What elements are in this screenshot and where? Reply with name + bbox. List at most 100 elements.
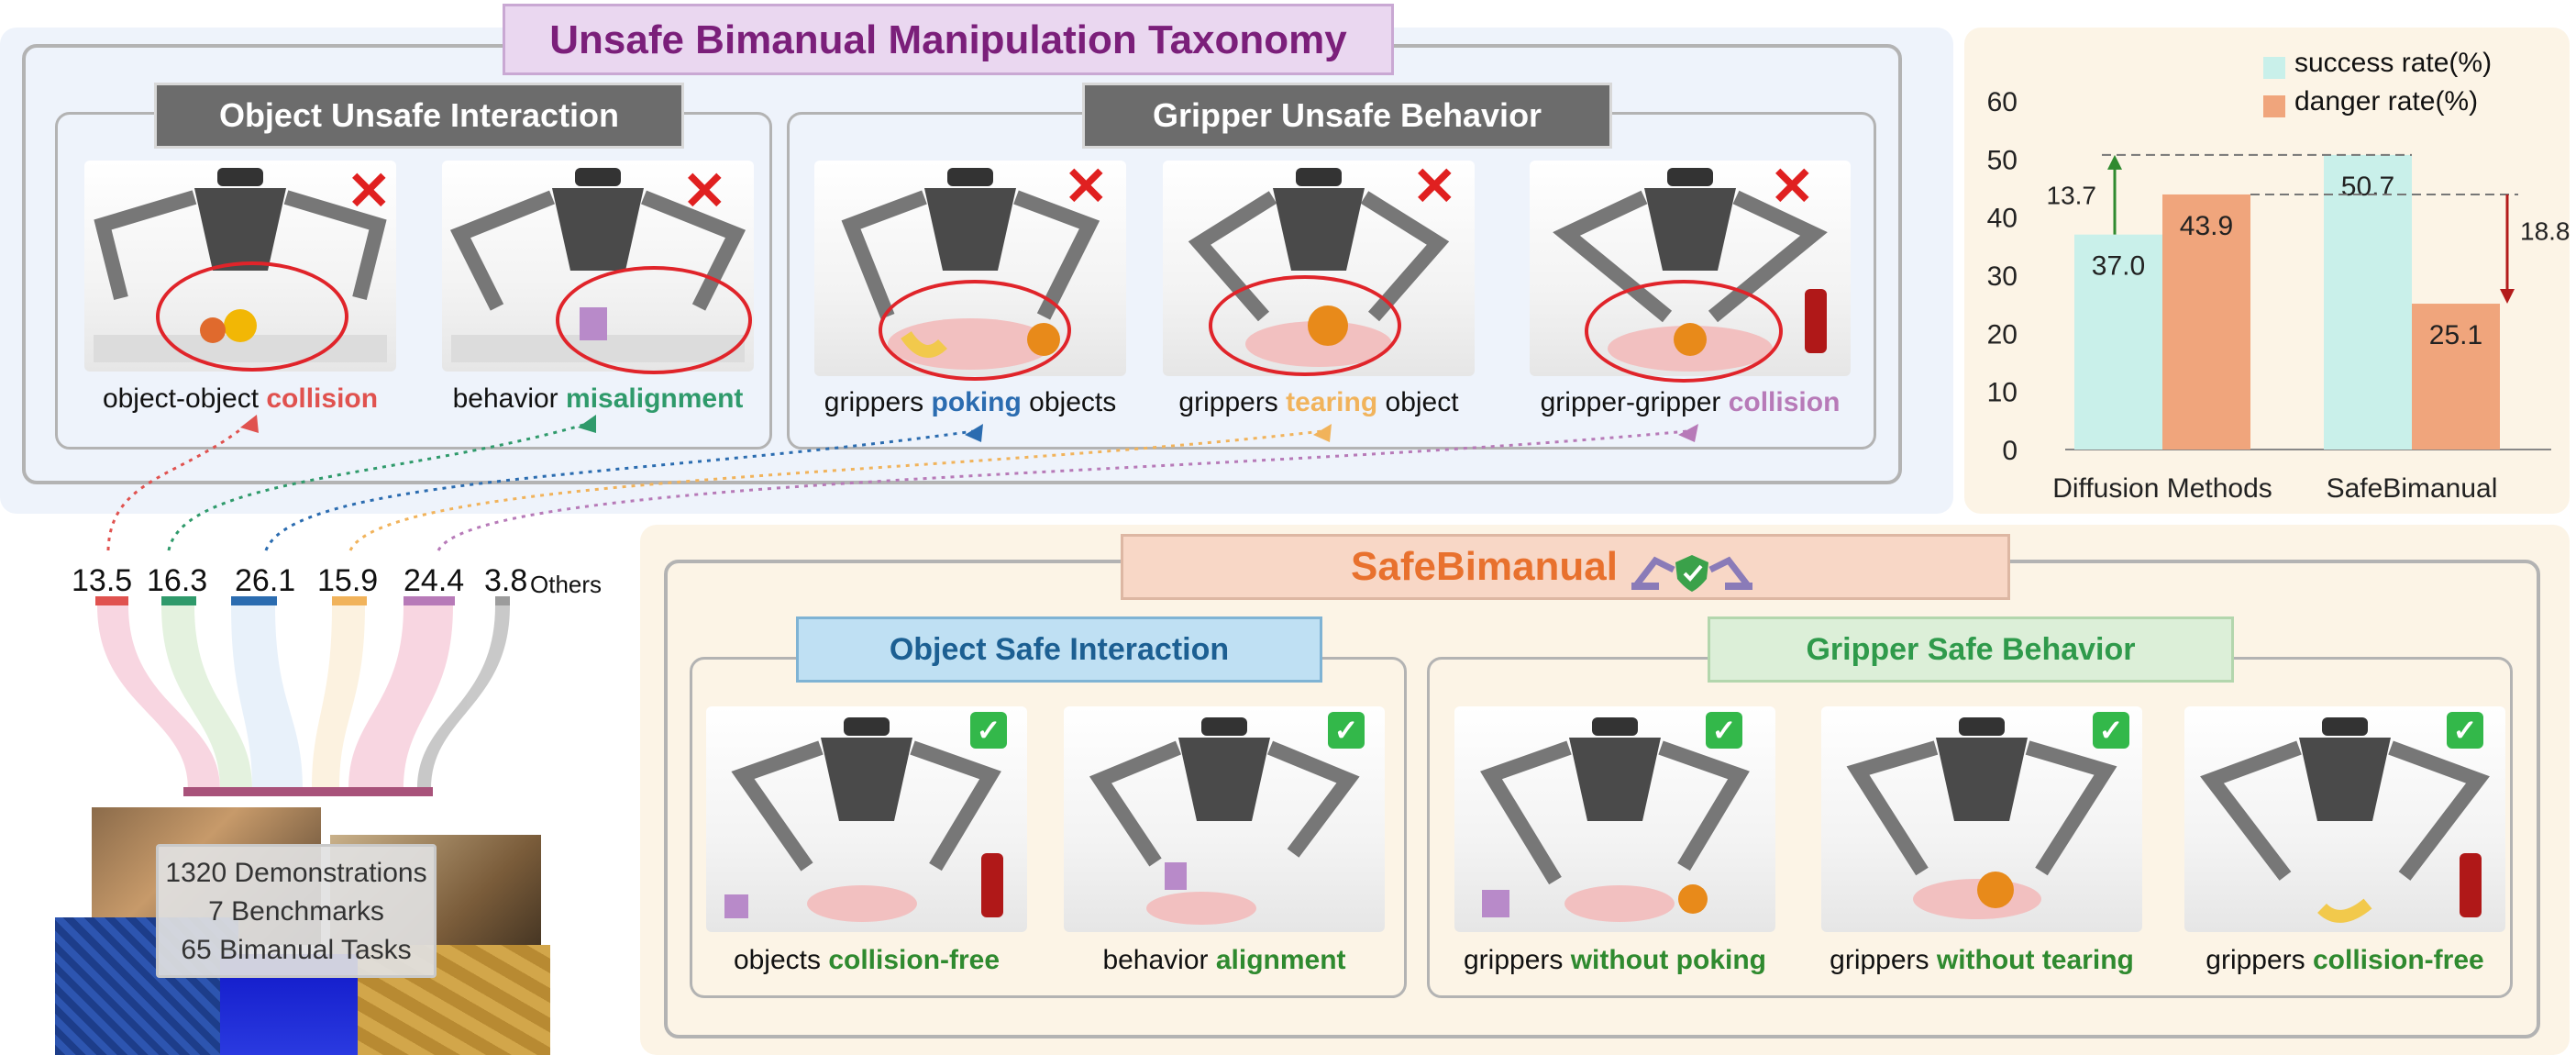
check-icon: ✓ [2093,712,2129,749]
unsafe-caption-4: grippers tearing object [1178,387,1459,417]
safe-caption-4: grippers without tearing [1830,945,2134,975]
connector-5 [437,429,1688,551]
bar-value-label: 43.9 [2180,211,2233,241]
safe-image-5 [2184,706,2505,932]
y-tick-label: 50 [1987,145,2018,175]
category-label: SafeBimanual [2327,473,2498,504]
gripper-safe-title: Gripper Safe Behavior [1708,616,2234,683]
sankey-bar-1 [95,596,128,605]
y-tick-label: 30 [1987,261,2018,292]
gripper-unsafe-title: Gripper Unsafe Behavior [1082,83,1612,149]
down-arrowhead [2500,289,2515,305]
distribution-values: 13.5 16.3 26.1 15.9 24.4 3.8 Others [72,563,640,605]
sankey-bar-3 [231,596,277,605]
safe-caption-2: behavior alignment [1102,945,1346,975]
pct-value: 15.9 [317,563,379,598]
safe-title-box: SafeBimanual [1121,534,2010,600]
check-icon: ✓ [1328,712,1365,749]
robot-illustration [1089,717,1360,925]
unsafe-caption-1: object-object collision [102,383,379,414]
robot-illustration [2200,717,2490,923]
pct-value: 13.5 [72,563,133,598]
unsafe-ellipse-2 [556,266,752,374]
unsafe-x-icon: ✕ [347,161,392,221]
object-safe-title: Object Safe Interaction [796,616,1322,683]
unsafe-ellipse-1 [156,261,348,372]
check-icon: ✓ [970,712,1007,749]
dataset-summary-box: 1320 Demonstrations 7 Benchmarks 65 Bima… [156,844,437,978]
safe-caption-1: objects collision-free [733,945,1001,975]
sankey-base-bar [183,787,433,796]
unsafe-caption-3: grippers poking objects [824,387,1117,417]
taxonomy-title: Unsafe Bimanual Manipulation Taxonomy [503,4,1394,75]
unsafe-caption-5: gripper-gripper collision [1540,387,1841,417]
flow-1-body [97,605,220,789]
robot-illustration [724,717,1003,922]
unsafe-x-icon: ✕ [1770,157,1815,217]
safe-caption-5: grippers collision-free [2206,945,2484,975]
unsafe-ellipse-3 [879,280,1071,381]
others-label: Others [530,571,603,598]
legend: success rate(%) danger rate(%) [2263,48,2557,130]
flow-6 [417,605,510,789]
safe-caption-3: grippers without poking [1464,945,1766,975]
category-label: Diffusion Methods [2052,473,2272,504]
flow-4 [312,605,365,789]
bar-danger [2412,304,2500,450]
safe-image-3 [1454,706,1775,932]
up-delta-label: 13.7 [2047,181,2097,209]
check-icon: ✓ [1706,712,1742,749]
connector-2 [167,422,588,551]
connector-1 [106,422,249,551]
unsafe-ellipse-4 [1209,275,1401,376]
flow-2 [161,605,252,789]
y-tick-label: 10 [1987,378,2018,408]
safe-robot-shield-icon [1631,555,1752,592]
unsafe-ellipse-5 [1585,280,1783,383]
bar-value-label: 50.7 [2341,172,2394,202]
dataset-benchmarks: 7 Benchmarks [208,896,384,927]
sankey-bar-2 [161,596,196,605]
legend-swatch-success [2263,57,2285,79]
legend-swatch-danger [2263,95,2285,117]
bar-success [2074,234,2162,450]
unsafe-caption-2: behavior misalignment [452,383,744,414]
sankey-bar-4 [332,596,367,605]
up-arrowhead [2107,154,2122,170]
safe-image-4 [1821,706,2142,932]
robot-illustration [1480,717,1750,922]
check-icon: ✓ [2447,712,2483,749]
sankey-bar-5 [404,596,455,605]
legend-label-danger: danger rate(%) [2294,86,2479,117]
sankey-bar-6 [495,596,510,605]
pct-value: 3.8 [484,563,528,598]
y-tick-label: 20 [1987,319,2018,350]
connector-4 [348,429,1323,551]
y-tick-label: 0 [2002,436,2018,466]
sankey-flows [95,596,510,796]
safe-title: SafeBimanual [1351,544,1618,589]
connector-arrowheads [240,415,1698,442]
bar-danger [2162,194,2250,450]
pct-value: 16.3 [147,563,208,598]
legend-label-success: success rate(%) [2294,48,2493,78]
pct-value: 26.1 [235,563,296,598]
flow-3 [231,605,303,789]
unsafe-x-icon: ✕ [1412,157,1457,217]
unsafe-x-icon: ✕ [682,161,727,221]
bar-value-label: 25.1 [2429,320,2482,350]
dataset-demos: 1320 Demonstrations [165,858,427,888]
dataset-tasks: 65 Bimanual Tasks [181,935,412,965]
pct-value: 24.4 [404,563,465,598]
dataset-thumbnails: 1320 Demonstrations 7 Benchmarks 65 Bima… [55,807,596,1055]
y-tick-label: 60 [1987,87,2018,117]
unsafe-x-icon: ✕ [1064,157,1109,217]
object-unsafe-title: Object Unsafe Interaction [154,83,684,149]
down-delta-label: 18.8 [2520,217,2570,246]
bar-success [2324,154,2412,450]
robot-illustration [1846,717,2117,919]
flow-5 [348,605,453,789]
y-tick-label: 40 [1987,204,2018,234]
